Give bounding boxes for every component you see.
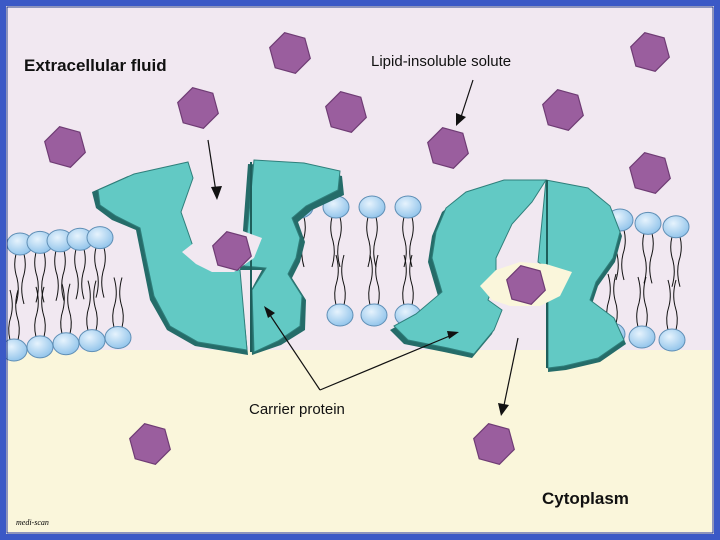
lipid-tail — [341, 254, 346, 306]
lipid-tail — [14, 253, 19, 305]
credit-signature: medi-scan — [16, 518, 49, 527]
lipid-tail — [334, 254, 339, 306]
carrier-right-half-a — [393, 179, 547, 355]
lipid-tail — [81, 249, 86, 300]
lipid-tail — [112, 277, 117, 328]
lipid-insoluble-solute-label: Lipid-insoluble solute — [371, 53, 511, 70]
arrow-entry — [207, 139, 217, 193]
lipid-head — [658, 328, 686, 352]
lipid-tail — [673, 279, 678, 331]
arrow-solute-label — [459, 79, 474, 121]
lipid-head — [104, 326, 132, 350]
lipid-tail — [119, 277, 124, 328]
solute-molecules — [44, 32, 671, 465]
solute-hexagon-icon — [129, 423, 171, 465]
lipid-head — [628, 325, 656, 349]
arrowhead-solute — [456, 113, 466, 126]
lipid-tail — [368, 254, 373, 306]
lipid-tail — [54, 250, 59, 301]
lipid-head — [394, 195, 422, 219]
solute-hexagon-icon — [177, 87, 219, 129]
slide-frame-inner — [6, 6, 714, 534]
lipid-tail — [366, 216, 371, 268]
lipid-tail — [666, 279, 671, 331]
lipid-tail — [613, 273, 618, 325]
lipid-tail — [61, 250, 66, 301]
lipid-tail — [375, 254, 380, 306]
lipid-tail — [330, 216, 335, 268]
cytoplasm-label: Cytoplasm — [542, 489, 629, 508]
lipid-head — [52, 332, 80, 356]
lipid-tail — [670, 236, 675, 287]
lipid-tail — [93, 280, 98, 331]
lipid-tail — [643, 276, 648, 328]
lipid-tail — [337, 216, 342, 268]
lipid-head — [634, 211, 662, 235]
carrier-left-half-b — [243, 159, 341, 353]
lipid-tail — [409, 254, 414, 306]
lipid-tail — [34, 286, 39, 338]
lipid-tail — [642, 233, 647, 284]
lipid-tail — [649, 233, 654, 284]
lipid-tail — [402, 254, 407, 306]
lipid-tail — [373, 216, 378, 268]
lipid-head — [360, 303, 388, 327]
lipid-tail — [94, 247, 99, 298]
lipid-tail — [636, 276, 641, 328]
arrowhead-exit — [498, 403, 509, 416]
solute-hexagon-icon — [542, 89, 584, 131]
lipid-tail — [677, 236, 682, 287]
arrowhead-entry — [211, 186, 222, 200]
lipid-tail — [41, 286, 46, 338]
phospholipid-heads-inner — [0, 303, 686, 362]
solute-hexagon-icon — [506, 265, 546, 305]
lipid-head — [358, 195, 386, 219]
lipid-head — [26, 335, 54, 359]
cytoplasm-region — [8, 350, 712, 532]
solute-hexagon-icon — [212, 231, 252, 271]
lipid-head — [662, 215, 690, 239]
lipid-tail — [409, 216, 414, 268]
lipid-tail — [101, 247, 106, 298]
carrier-left-half-a — [97, 161, 248, 351]
arrow-exit — [502, 337, 519, 411]
lipid-head — [78, 329, 106, 353]
lipid-head — [326, 303, 354, 327]
lipid-tail — [74, 249, 79, 300]
lipid-tail — [8, 289, 13, 341]
lipid-head — [86, 226, 114, 250]
carrier-protein-open-inside — [390, 179, 626, 372]
solute-hexagon-icon — [473, 423, 515, 465]
carrier-protein-label: Carrier protein — [249, 401, 345, 418]
lipid-tail — [15, 289, 20, 341]
arrowhead-carrier-left — [264, 306, 275, 318]
arrowhead-carrier-right — [447, 331, 459, 339]
lipid-tail — [21, 253, 26, 305]
lipid-tail — [621, 229, 626, 281]
arrow-carrier-left — [267, 311, 321, 391]
lipid-tail — [402, 216, 407, 268]
solute-hexagon-icon — [44, 126, 86, 168]
solute-hexagon-icon — [269, 32, 311, 74]
solute-hexagon-icon — [325, 91, 367, 133]
lipid-tail — [67, 283, 72, 334]
solute-hexagon-icon — [427, 127, 469, 169]
arrow-carrier-right — [319, 334, 453, 391]
lipid-tail — [86, 280, 91, 331]
solute-hexagon-icon — [630, 32, 670, 72]
extracellular-fluid-label: Extracellular fluid — [24, 56, 167, 75]
solute-hexagon-icon — [629, 152, 671, 194]
carrier-protein-open-outside — [92, 159, 344, 355]
lipid-tail — [60, 283, 65, 334]
